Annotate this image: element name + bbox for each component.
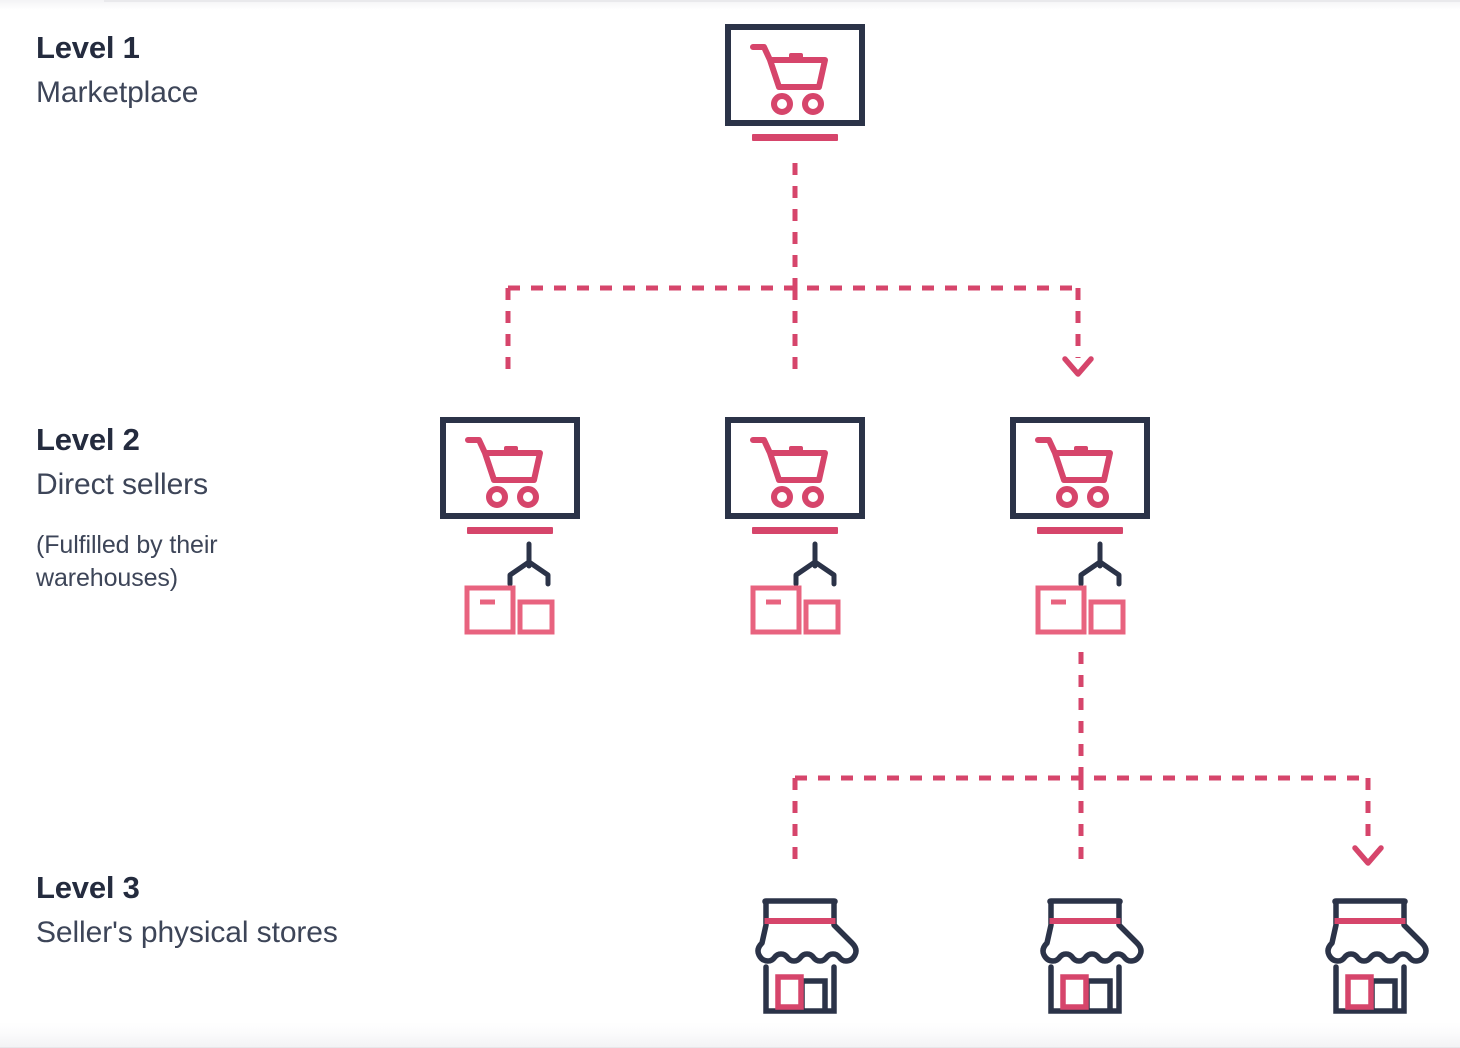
level-2-title: Level 2 (36, 422, 140, 457)
arrowhead-to-store-3 (1352, 845, 1384, 866)
page-bottom-edge-band (0, 1022, 1460, 1048)
level-3-subtitle: Seller's physical stores (36, 915, 338, 949)
node-warehouse-2[interactable] (753, 544, 838, 632)
level-2-label-group: Level 2 Direct sellers (Fulfilled by the… (36, 422, 436, 596)
level-2-subtitle: Direct sellers (36, 467, 208, 501)
node-physical-store-1[interactable] (758, 901, 856, 1011)
monitor-cart-icon (1013, 420, 1147, 534)
level-1-label-group: Level 1 Marketplace (36, 30, 436, 111)
node-warehouse-3[interactable] (1038, 544, 1123, 632)
connector-group-level1-to-level2 (505, 163, 1094, 377)
node-direct-seller-1[interactable] (443, 420, 577, 534)
node-warehouse-1[interactable] (467, 544, 552, 632)
level-3-title: Level 3 (36, 870, 140, 905)
level-1-title: Level 1 (36, 30, 140, 65)
level-3-label-group: Level 3 Seller's physical stores (36, 870, 436, 951)
level-2-note: (Fulfilled by their warehouses) (36, 530, 218, 593)
node-physical-store-3[interactable] (1328, 901, 1426, 1011)
warehouse-crane-icon (753, 544, 838, 632)
page-top-edge-band (0, 0, 1460, 10)
page-top-edge-line (104, 0, 1460, 2)
warehouse-crane-icon (1038, 544, 1123, 632)
level-1-subtitle: Marketplace (36, 75, 199, 109)
storefront-icon (1043, 901, 1141, 1011)
node-physical-store-2[interactable] (1043, 901, 1141, 1011)
storefront-icon (1328, 901, 1426, 1011)
monitor-cart-icon (728, 420, 862, 534)
arrowhead-to-seller-3 (1062, 356, 1094, 377)
storefront-icon (758, 901, 856, 1011)
connector-group-level2-to-level3 (792, 652, 1384, 866)
node-direct-seller-3[interactable] (1013, 420, 1147, 534)
warehouse-crane-icon (467, 544, 552, 632)
node-direct-seller-2[interactable] (728, 420, 862, 534)
node-marketplace[interactable] (728, 27, 862, 141)
monitor-cart-icon (728, 27, 862, 141)
monitor-cart-icon (443, 420, 577, 534)
